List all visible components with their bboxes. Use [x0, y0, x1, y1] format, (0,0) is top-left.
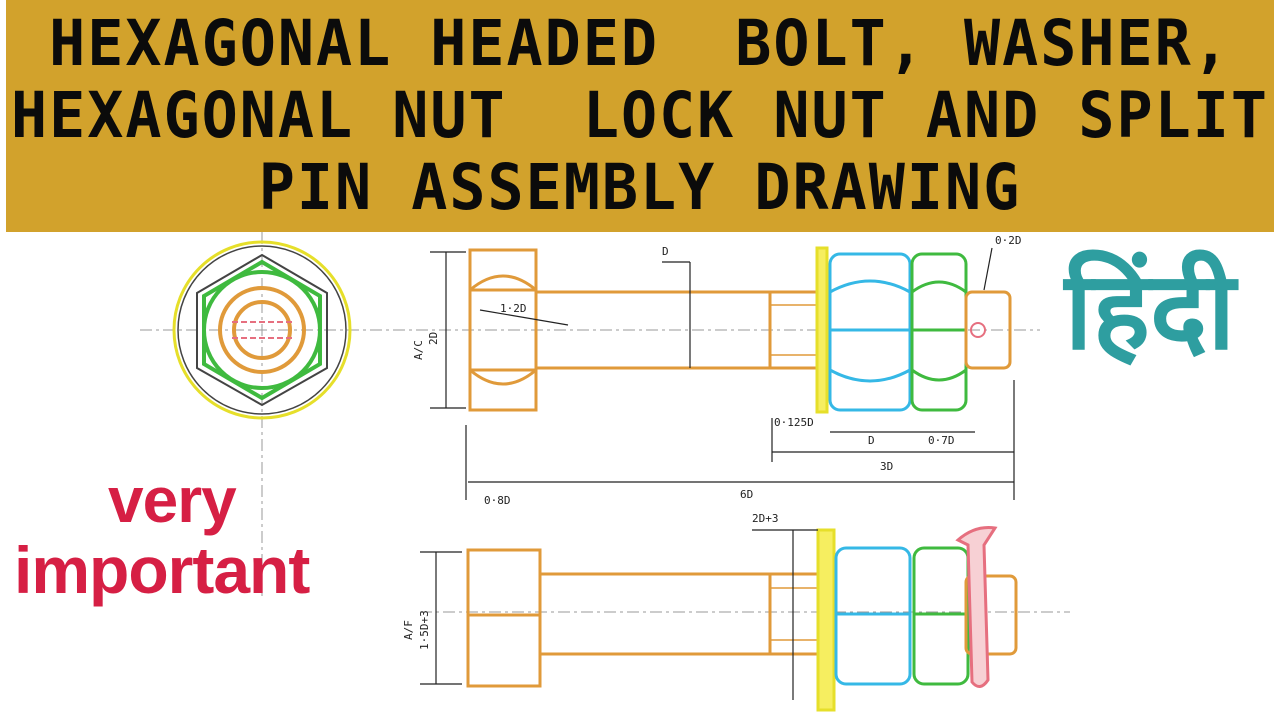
bolt-front-elevation [468, 246, 1012, 414]
dim-locknut-thickness: 0·7D [928, 434, 955, 447]
bolt-top-view [466, 526, 1018, 712]
dim-head-thickness: 0·8D [484, 494, 511, 507]
dimension-labels-bottom: 2D+3 A/F 1·5D+3 [402, 512, 779, 650]
hindi-language-label: हिंदी [1064, 249, 1236, 374]
title-line-2: HEXAGONAL NUT LOCK NUT AND SPLIT [10, 79, 1270, 153]
title-banner: HEXAGONAL HEADED BOLT, WASHER, HEXAGONAL… [6, 0, 1274, 232]
dim-across-corners-value: 2D [427, 332, 440, 345]
title-line-3: PiN ASSEMBLY DRAWiNG [258, 151, 1022, 225]
dim-across-flats: A/F [402, 620, 415, 640]
dimension-lines-bottom [420, 529, 818, 700]
dim-nut-thickness: D [868, 434, 875, 447]
dim-across-corners: A/C [412, 340, 425, 360]
dim-pin-dia: 0·2D [995, 234, 1022, 247]
dim-three-d: 3D [880, 460, 893, 473]
callout-line-2: important [14, 533, 310, 607]
title-line-1: HEXAGONAL HEADED BOLT, WASHER, [49, 7, 1231, 81]
dim-across-flats-value: 1·5D+3 [418, 610, 431, 650]
callout-line-1: very [108, 464, 237, 536]
bolt-end-view [172, 240, 352, 420]
dimension-lines-top [430, 247, 1015, 500]
dim-radius: 1·2D [500, 302, 527, 315]
dim-washer-dia: 2D+3 [752, 512, 779, 525]
dim-d-top: D [662, 245, 669, 258]
dimension-labels-top: D 0·2D 1·2D A/C 2D 0·125D D 0·7D 3D 0·8D… [412, 234, 1022, 507]
dim-six-d: 6D [740, 488, 753, 501]
assembly-drawing: D 0·2D 1·2D A/C 2D 0·125D D 0·7D 3D 0·8D… [140, 232, 1070, 712]
dim-washer-thickness: 0·125D [774, 416, 814, 429]
